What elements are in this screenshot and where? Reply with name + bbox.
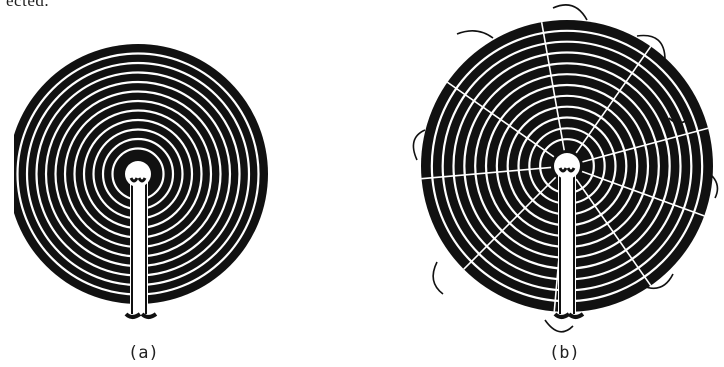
caption-b: (b) — [549, 343, 580, 363]
rotation-arrow — [553, 5, 587, 20]
rotation-arrow — [545, 320, 573, 332]
cropped-paragraph-text: ected. — [6, 0, 49, 11]
center-a — [125, 161, 151, 187]
caption-a: (a) — [128, 343, 159, 363]
spiral-maze-b — [405, 0, 724, 340]
spiral-maze-a — [14, 14, 290, 326]
center-b — [554, 153, 580, 179]
figure-b — [405, 0, 724, 340]
rotation-arrow — [457, 31, 493, 38]
figure-a — [14, 14, 290, 326]
rotation-arrow — [433, 262, 443, 294]
